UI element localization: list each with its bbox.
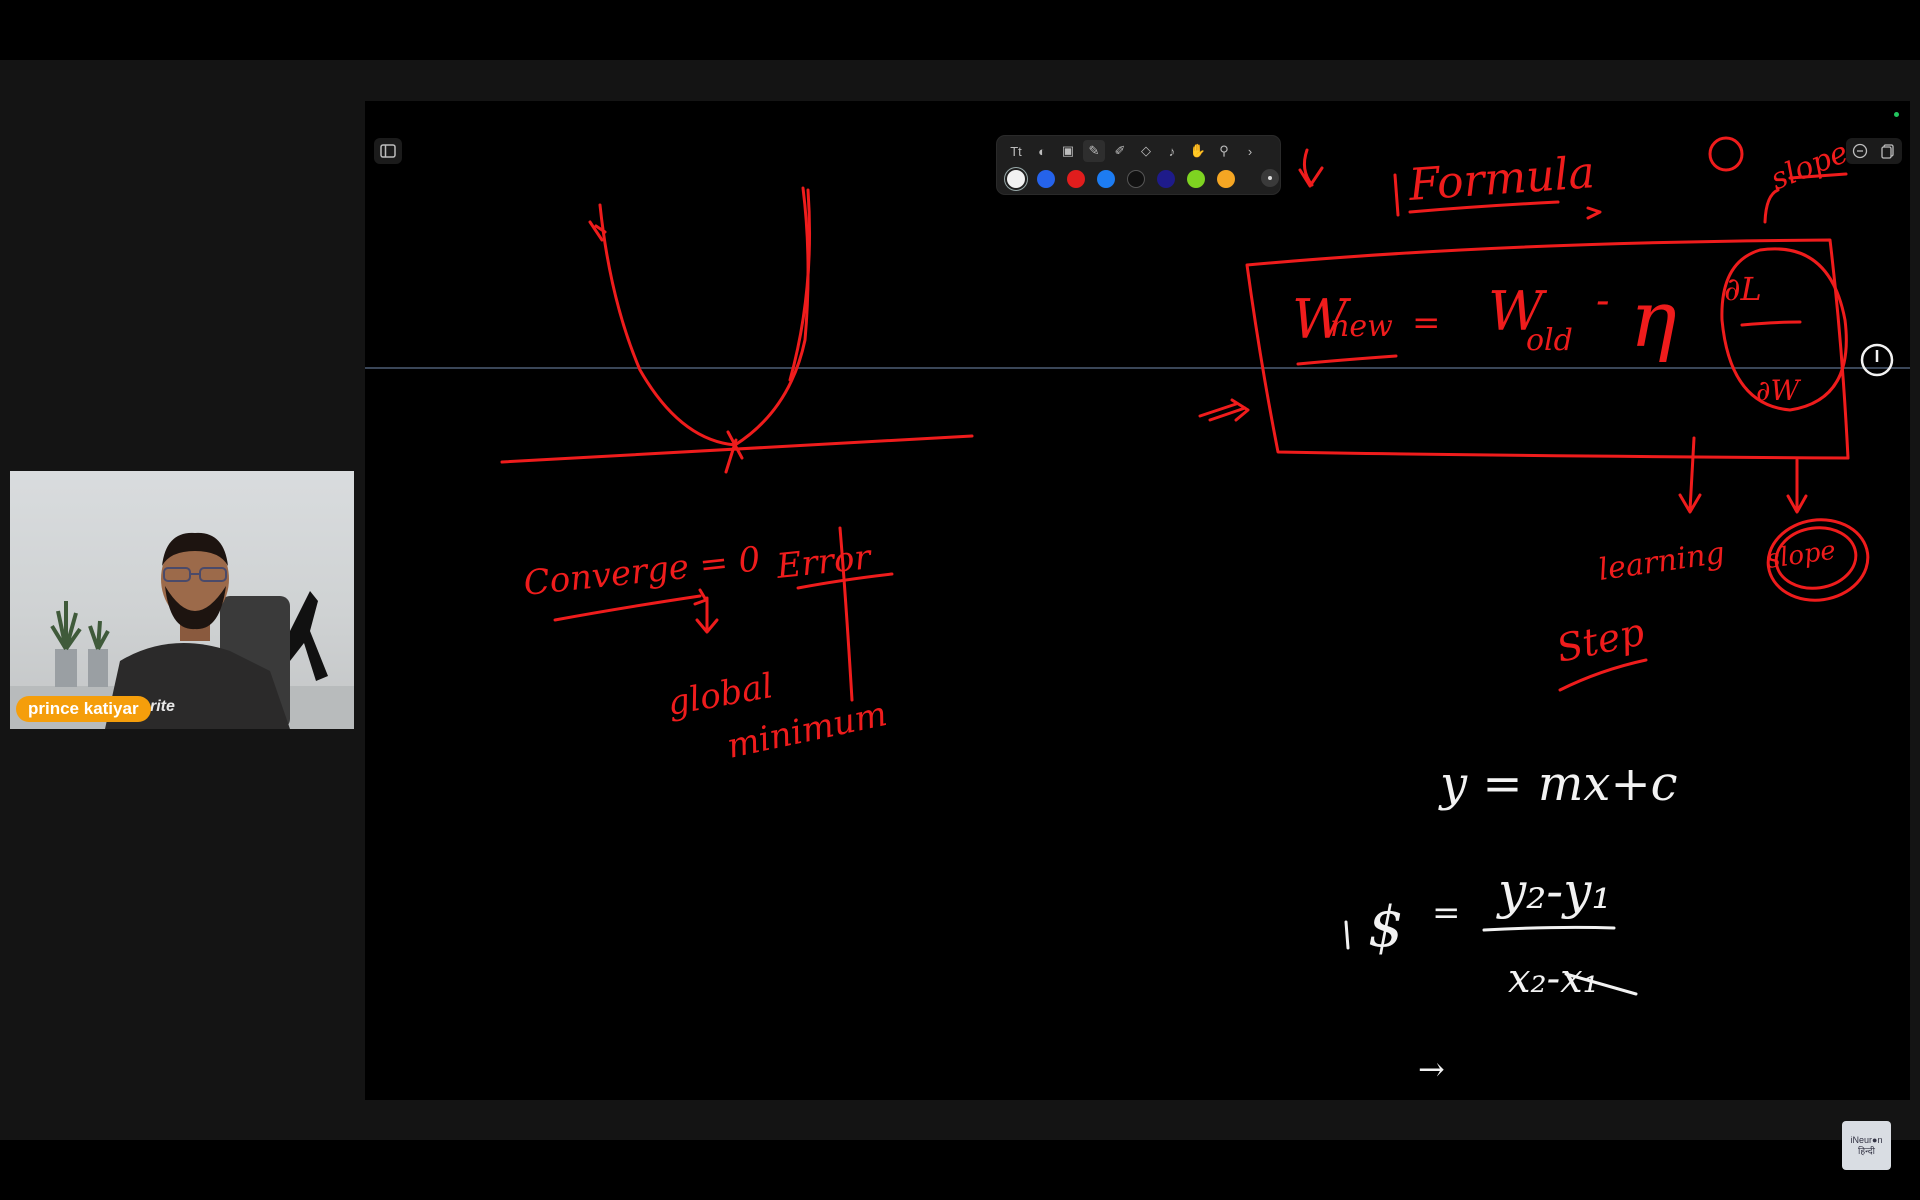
stroke-size-button[interactable] bbox=[1261, 169, 1279, 187]
link-tool-icon[interactable]: ⚲ bbox=[1219, 143, 1229, 158]
video-bottom-band bbox=[0, 1100, 1920, 1140]
zoom-out-icon[interactable] bbox=[1852, 143, 1868, 159]
status-indicator bbox=[1894, 112, 1899, 117]
color-swatch[interactable] bbox=[1217, 170, 1235, 188]
highlighter-tool-icon[interactable]: ✐ bbox=[1114, 143, 1126, 158]
copy-icon[interactable] bbox=[1880, 143, 1896, 159]
pen-tool-icon[interactable]: ✎ bbox=[1083, 140, 1105, 162]
shirt-text: rite bbox=[150, 698, 175, 715]
sidebar-icon bbox=[380, 144, 396, 158]
presenter-name-tag: prince katiyar bbox=[16, 696, 151, 722]
chevron-right-icon[interactable]: › bbox=[1247, 143, 1253, 159]
presenter-video-frame: rite bbox=[10, 532, 354, 729]
color-swatch[interactable] bbox=[1007, 170, 1025, 188]
drawing-toolbar: Tt ◐ ▣ ✎ ✐ ◇ ♪ ✋ ⚲ › bbox=[997, 136, 1280, 194]
text-tool-icon[interactable]: Tt bbox=[1010, 143, 1022, 159]
whiteboard-canvas[interactable] bbox=[365, 101, 1910, 1101]
color-swatch[interactable] bbox=[1127, 170, 1145, 188]
sidebar-toggle-button[interactable] bbox=[374, 138, 402, 164]
color-swatch[interactable] bbox=[1067, 170, 1085, 188]
color-swatch[interactable] bbox=[1037, 170, 1055, 188]
eraser-tool-icon[interactable]: ◇ bbox=[1141, 143, 1151, 158]
color-swatch[interactable] bbox=[1187, 170, 1205, 188]
canvas-guide-line bbox=[365, 367, 1910, 369]
color-palette bbox=[1007, 169, 1235, 189]
webcam-feed: rite bbox=[10, 471, 354, 729]
logo-line-1: iNeur●n bbox=[1850, 1134, 1883, 1145]
ineuron-logo: iNeur●n हिन्दी bbox=[1842, 1121, 1891, 1170]
hand-tool-icon[interactable]: ✋ bbox=[1189, 143, 1207, 158]
color-swatch[interactable] bbox=[1097, 170, 1115, 188]
shape-tool-icon[interactable]: ◐ bbox=[1038, 143, 1046, 159]
color-swatch[interactable] bbox=[1157, 170, 1175, 188]
mic-tool-icon[interactable]: ♪ bbox=[1168, 143, 1176, 159]
image-tool-icon[interactable]: ▣ bbox=[1061, 143, 1075, 158]
zoom-controls bbox=[1846, 138, 1902, 164]
logo-line-2: हिन्दी bbox=[1857, 1145, 1875, 1156]
tool-row: Tt ◐ ▣ ✎ ✐ ◇ ♪ ✋ ⚲ › bbox=[1005, 140, 1261, 164]
